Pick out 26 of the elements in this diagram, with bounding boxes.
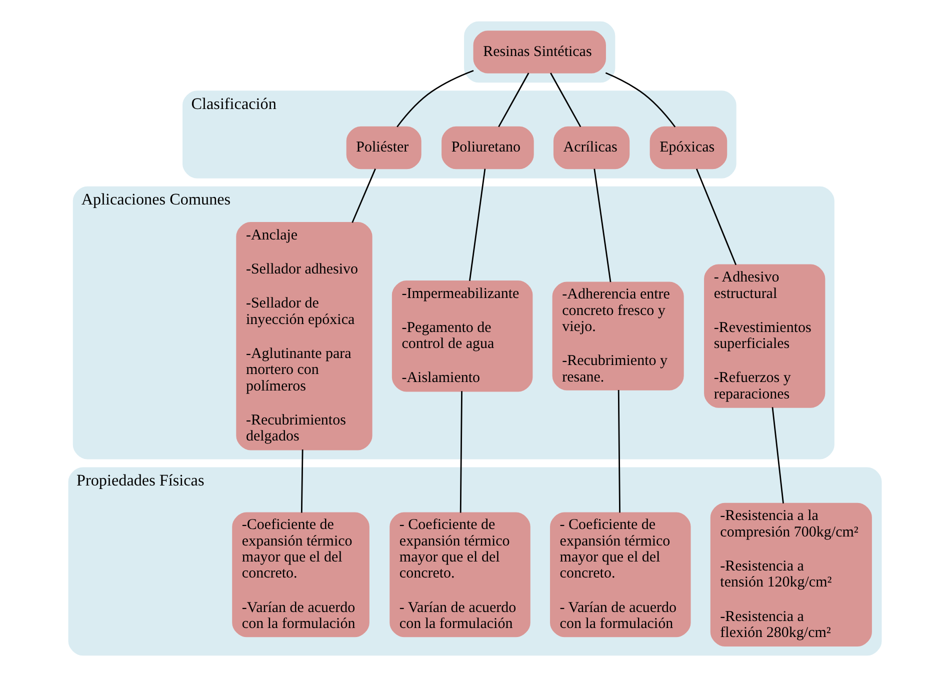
node-box: -Coeficiente de expansión térmico mayor que el del concreto. -Varían de acuerdo con la formulación	[232, 512, 370, 638]
node-box: Resinas Sintéticas	[473, 30, 606, 74]
node-box: Poliuretano	[442, 126, 534, 170]
node-box: Poliéster	[346, 126, 422, 170]
node-box: -Anclaje -Sellador adhesivo -Sellador de inyección epóxica -Aglutinante para mortero con polímeros -Recubrimientos delgados	[236, 222, 372, 450]
connector	[772, 407, 784, 504]
node-box: Acrílicas	[553, 126, 630, 170]
connector	[396, 70, 474, 128]
connector	[460, 391, 462, 513]
node-box: - Coeficiente de expansión térmico mayor que el del concreto. - Varían de acuerdo con la formulación	[390, 512, 530, 638]
node-box: -Adherencia entre concreto fresco y viejo. -Recubrimiento y resane.	[552, 282, 684, 390]
connector	[605, 72, 676, 128]
node-box: -Impermeabilizante -Pegamento de control de agua -Aislamiento	[392, 280, 533, 392]
node-box: - Coeficiente de expansión térmico mayor que el del concreto. - Varían de acuerdo con la formulación	[550, 512, 691, 638]
connector	[550, 72, 582, 128]
cluster	[464, 21, 616, 83]
connector	[498, 72, 530, 128]
connector	[352, 168, 376, 223]
connector	[594, 168, 612, 282]
connector	[618, 390, 620, 513]
connector	[300, 450, 304, 513]
node-box: -Resistencia a la compresión 700kg/cm² -Resistencia a tensión 120kg/cm² -Resistencia a flexión 280kg/cm²	[710, 502, 872, 646]
connector	[469, 168, 486, 281]
node-box: Epóxicas	[650, 126, 728, 170]
node-box: - Adhesivo estructural -Revestimientos superficiales -Refuerzos y reparaciones	[704, 264, 826, 408]
connector	[696, 168, 737, 266]
